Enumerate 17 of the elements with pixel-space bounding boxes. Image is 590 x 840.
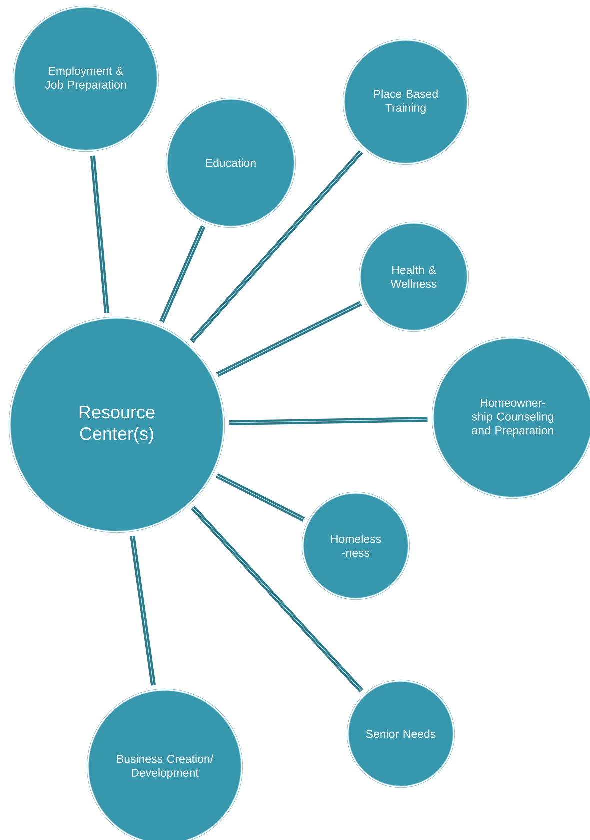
circle-node: Place Based Training xyxy=(342,38,470,166)
circle-node: Resource Center(s) xyxy=(8,316,226,534)
connector-line xyxy=(130,536,156,686)
circle-node: Health & Wellness xyxy=(358,222,470,332)
connector-line xyxy=(190,150,364,344)
circle-node: Homeowner- ship Counseling and Preparation xyxy=(432,336,590,500)
connector-line xyxy=(216,473,306,522)
connector-line xyxy=(160,226,206,324)
circle-node: Education xyxy=(166,98,296,228)
circle-node: Business Creation/ Development xyxy=(86,688,244,840)
circle-node: Senior Needs xyxy=(346,680,456,788)
circle-node: Homeless -ness xyxy=(302,492,410,600)
connector-line xyxy=(90,156,110,314)
circle-node: Employment & Job Preparation xyxy=(12,6,160,152)
connector-line xyxy=(216,301,362,378)
connector-line xyxy=(191,506,364,693)
connector-line xyxy=(228,417,428,426)
